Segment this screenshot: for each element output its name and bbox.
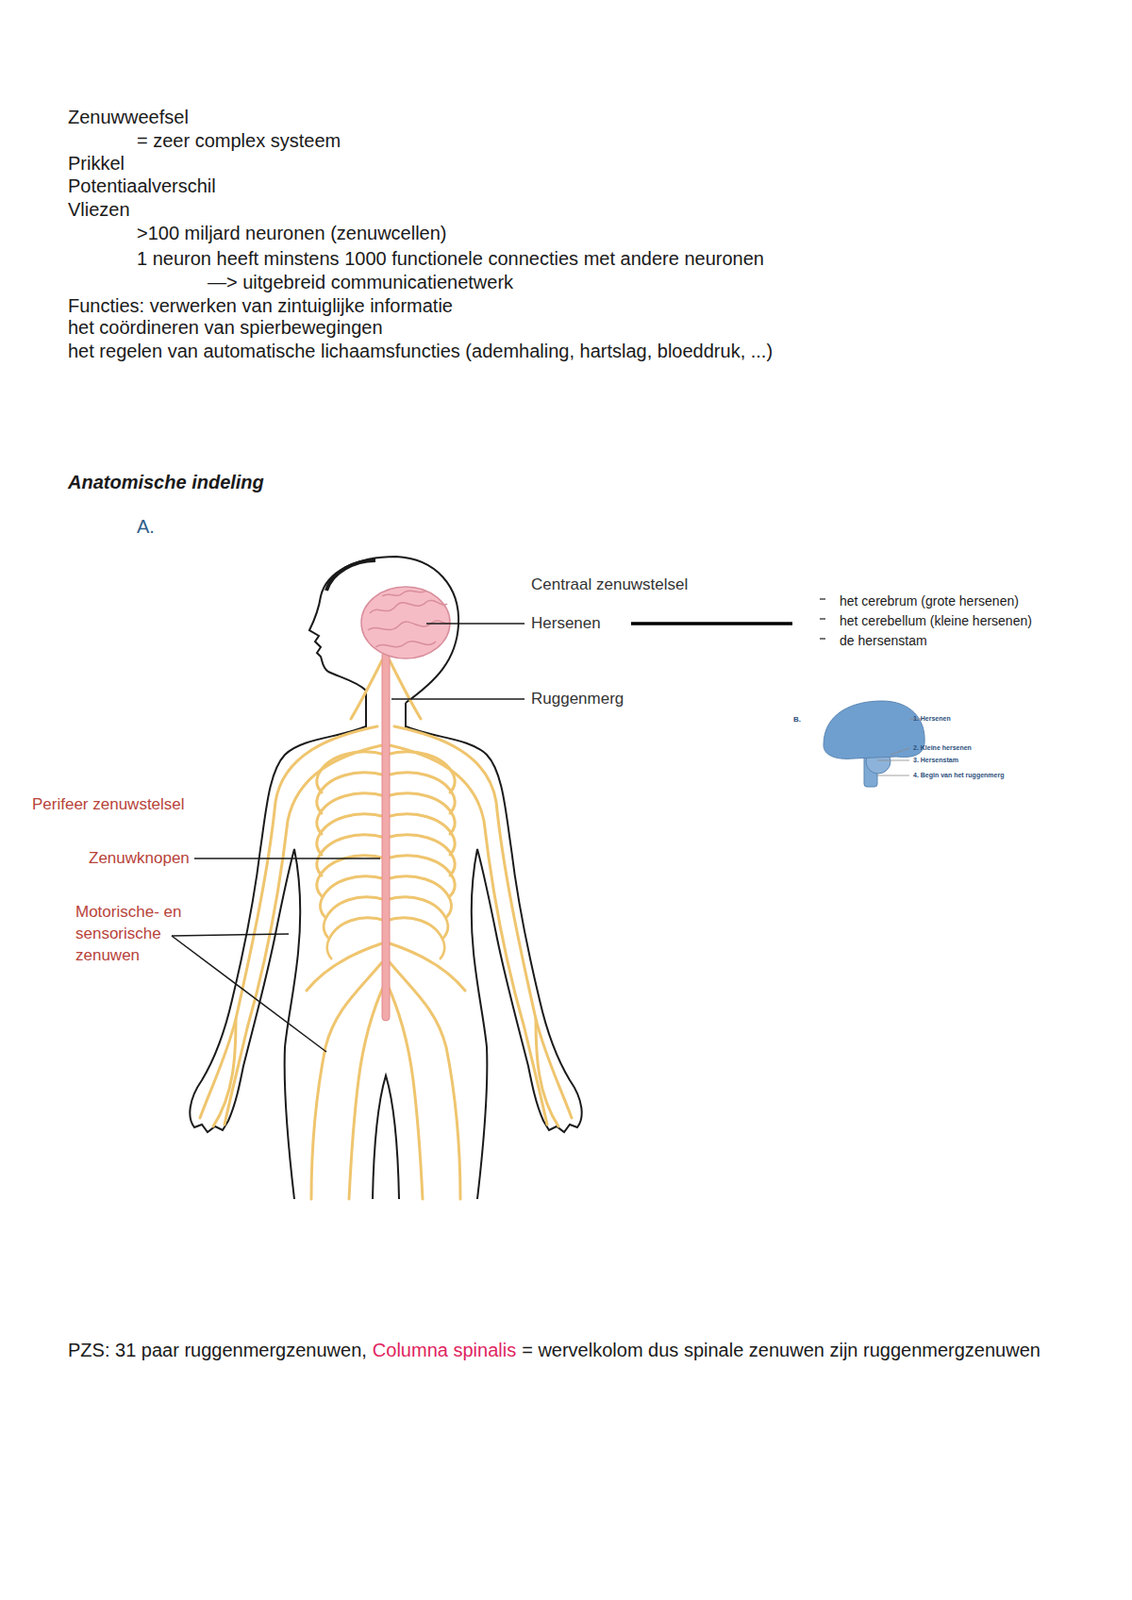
body-text: Functies: verwerken van zintuiglijke inf… bbox=[67, 295, 453, 317]
list-item: het cerebrum (grote hersenen) bbox=[839, 593, 1019, 609]
leader-lines bbox=[171, 623, 525, 1052]
body-text: het regelen van automatische lichaamsfun… bbox=[67, 340, 773, 363]
figure-letter: A. bbox=[136, 516, 155, 538]
figure-label: Zenuwknopen bbox=[88, 849, 190, 868]
callout-label: 2. Kleine hersenen bbox=[913, 744, 972, 752]
body-text: Prikkel bbox=[67, 152, 125, 175]
figure-label: Centraal zenuwstelsel bbox=[531, 575, 688, 595]
figure-letter: B. bbox=[793, 715, 801, 724]
list-dashes bbox=[819, 599, 826, 639]
body-text: Zenuwweefsel bbox=[67, 106, 189, 129]
bracket-line bbox=[631, 621, 793, 626]
brain-section-figure bbox=[823, 700, 925, 787]
term-highlight: Columna spinalis bbox=[372, 1339, 517, 1362]
spinal-cord bbox=[382, 650, 390, 1021]
body-text: —> uitgebreid communicatienetwerk bbox=[207, 271, 514, 294]
section-heading: Anatomische indeling bbox=[67, 471, 265, 494]
figure-label: Hersenen bbox=[531, 614, 601, 633]
body-text: Potentiaalverschil bbox=[67, 175, 217, 198]
callout-label: 3. Hersenstam bbox=[913, 756, 959, 765]
body-text: PZS: 31 paar ruggenmergzenuwen, bbox=[67, 1339, 367, 1362]
body-text: 1 neuron heeft minstens 1000 functionele… bbox=[136, 248, 765, 270]
body-text: >100 miljard neuronen (zenuwcellen) bbox=[136, 222, 448, 245]
brain bbox=[361, 586, 450, 659]
body-text: = zeer complex systeem bbox=[136, 130, 341, 152]
body-text: het coördineren van spierbewegingen bbox=[67, 316, 383, 339]
body-text: = wervelkolom dus spinale zenuwen zijn r… bbox=[521, 1339, 1041, 1362]
callout-label: 1. Hersenen bbox=[913, 715, 951, 723]
body-outline bbox=[189, 556, 582, 1199]
body-text: Vliezen bbox=[67, 199, 131, 221]
list-item: het cerebellum (kleine hersenen) bbox=[839, 613, 1033, 629]
figure-label: Ruggenmerg bbox=[531, 689, 624, 709]
figure-label: Perifeer zenuwstelsel bbox=[32, 795, 185, 815]
list-item: de hersenstam bbox=[839, 632, 928, 649]
figure-label: Motorische- en sensorische zenuwen bbox=[75, 900, 200, 966]
callout-label: 4. Begin van het ruggenmerg bbox=[913, 771, 1004, 780]
